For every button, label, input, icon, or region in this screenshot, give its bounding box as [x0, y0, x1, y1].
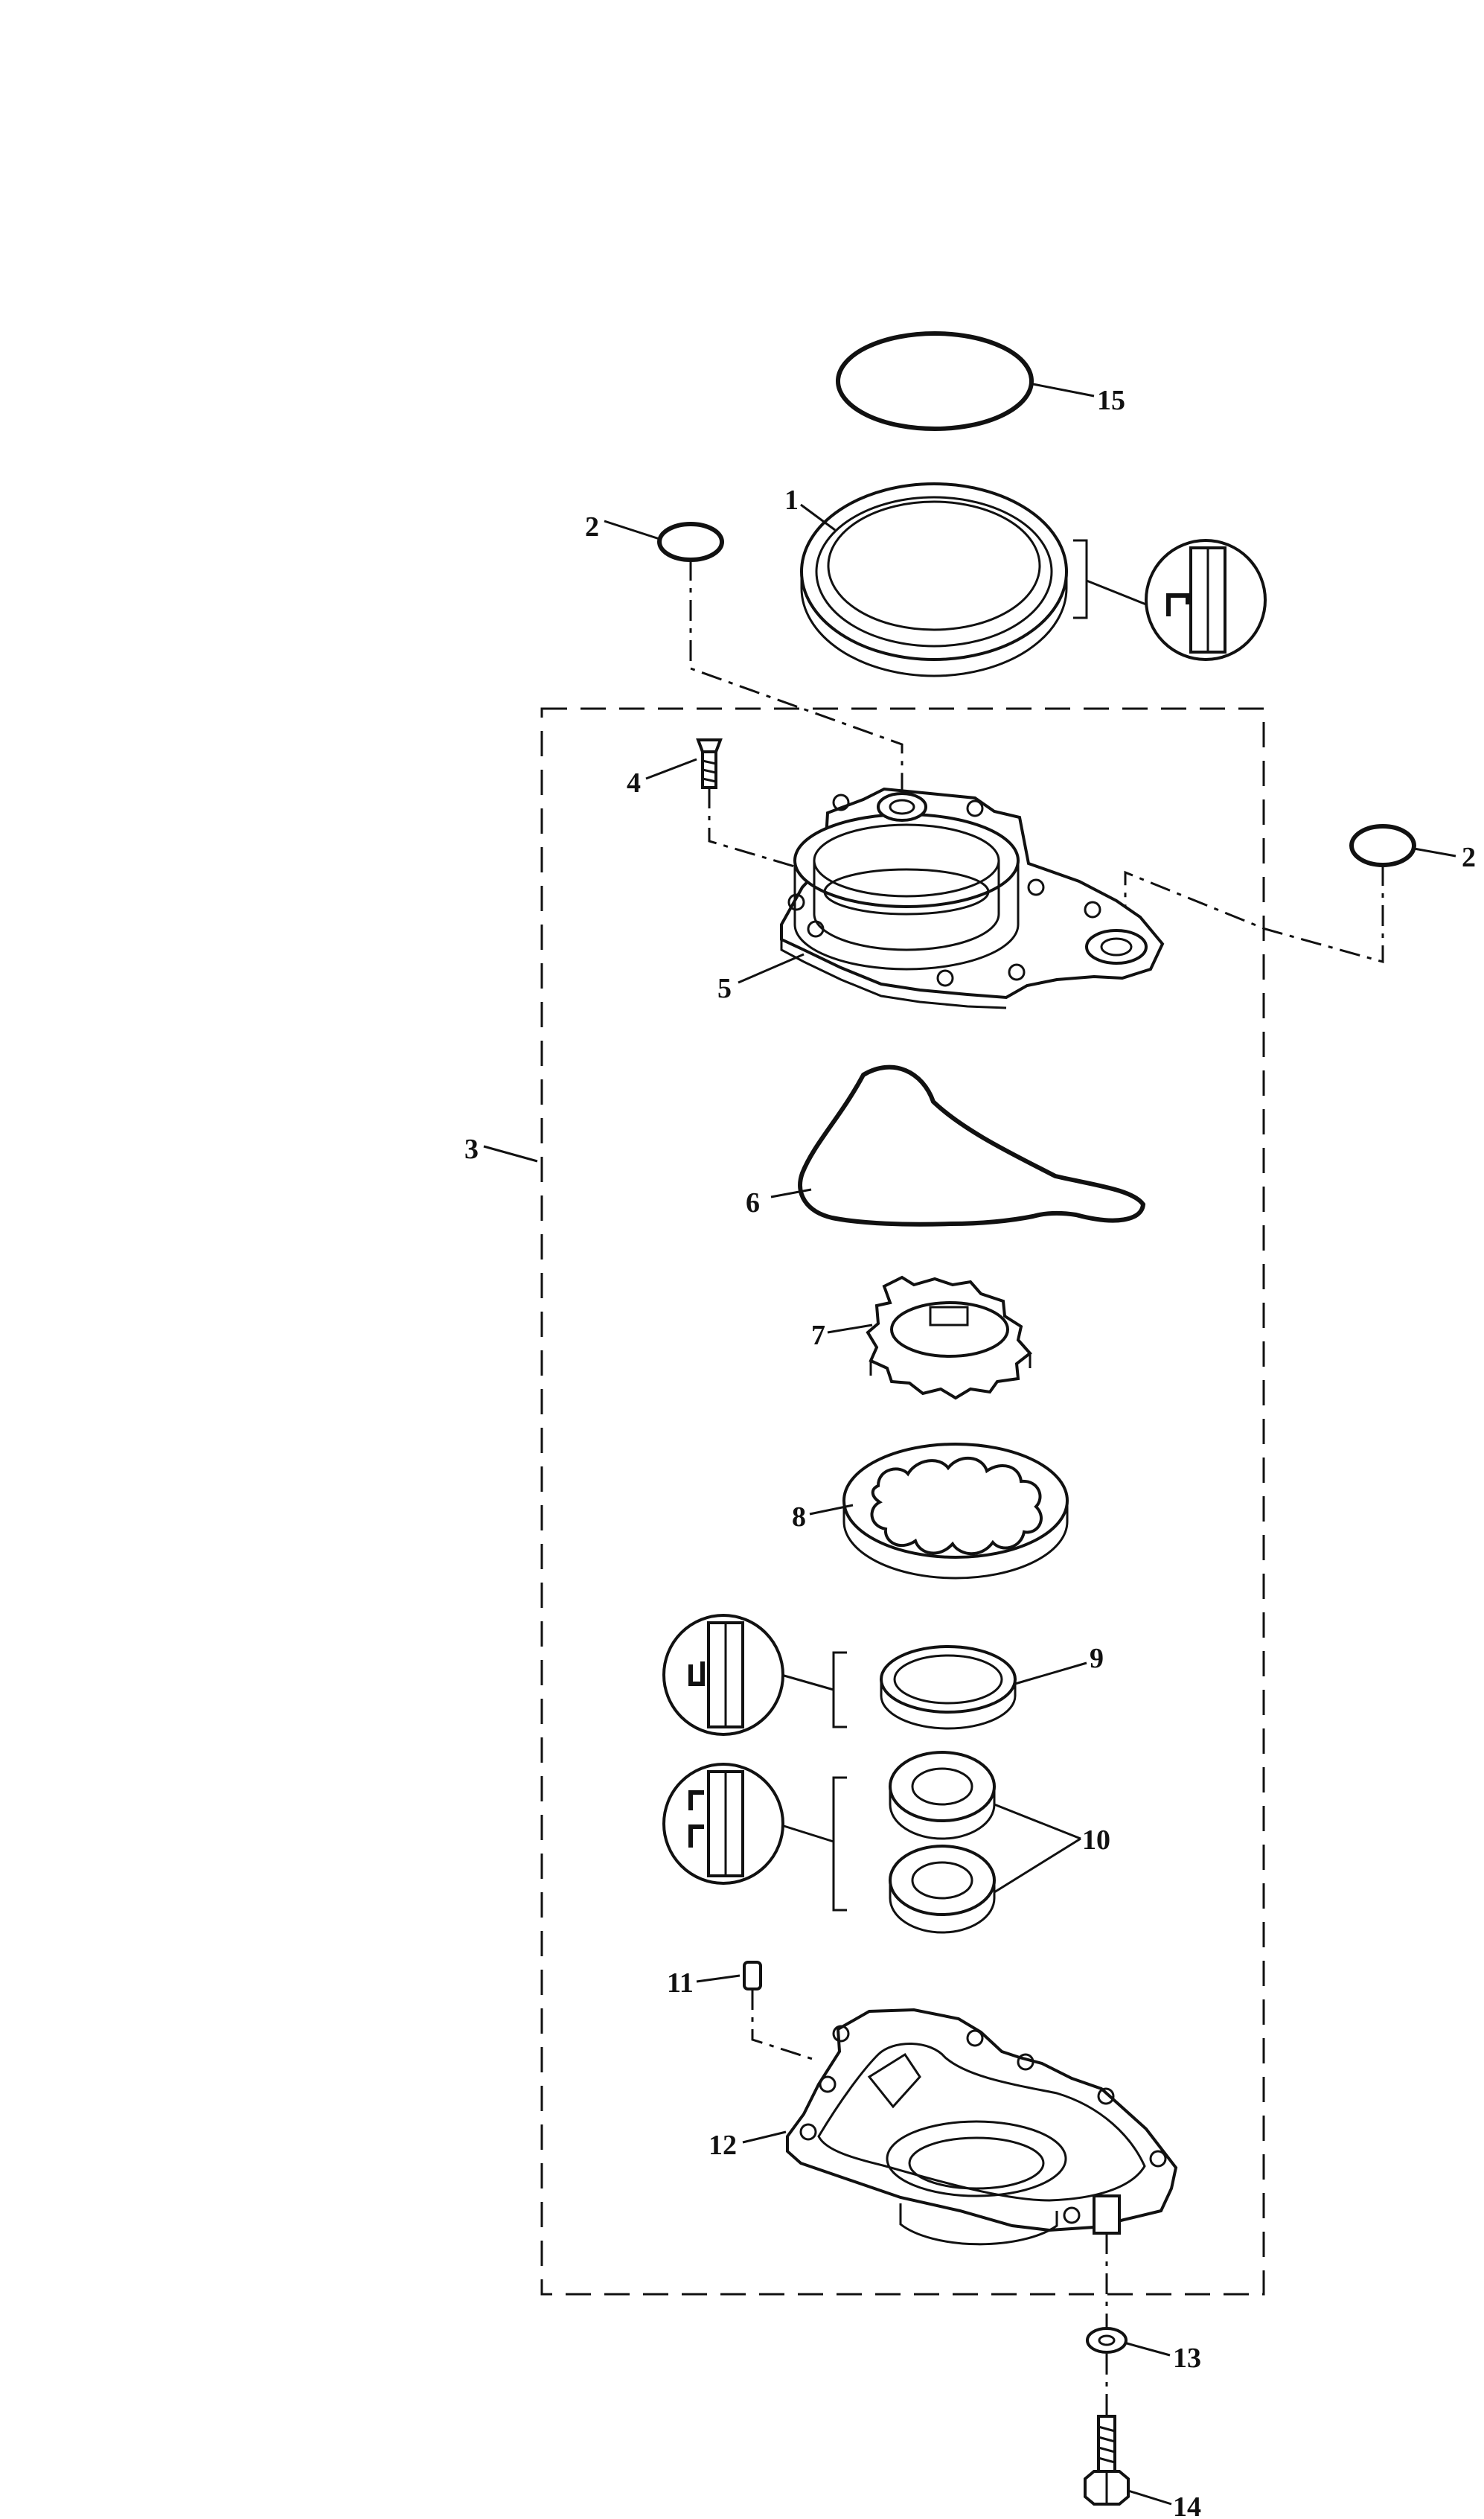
callout-1: 1 [784, 485, 799, 516]
callout-5: 5 [717, 973, 732, 1004]
o-ring-large [836, 331, 1034, 431]
seal-orientation-icon [662, 1614, 784, 1736]
pump-cover [780, 787, 1165, 1009]
oil-seal-lower [889, 1845, 996, 1934]
bolt [1084, 2415, 1130, 2506]
callout-15: 15 [1097, 385, 1125, 416]
seal-orientation-icon [662, 1763, 784, 1885]
callout-7: 7 [811, 1320, 825, 1351]
o-ring-small-right [1349, 824, 1416, 867]
oil-seal [880, 1645, 1017, 1730]
callout-9: 9 [1090, 1643, 1104, 1674]
outer-rotor [842, 1443, 1069, 1580]
callout-2-right: 2 [1462, 842, 1476, 873]
callout-8: 8 [792, 1501, 806, 1533]
screw [696, 738, 723, 789]
callout-11: 11 [667, 1967, 694, 1999]
seal-ring [800, 482, 1068, 677]
seal-orientation-icon [1145, 539, 1267, 661]
oil-seal-upper [889, 1751, 996, 1840]
gasket [798, 1064, 1146, 1227]
callout-13: 13 [1173, 2343, 1201, 2374]
washer [1086, 2327, 1128, 2354]
inner-rotor [866, 1275, 1032, 1400]
o-ring-small-top [657, 522, 724, 562]
assembly-boundary [540, 707, 1265, 2296]
callout-14: 14 [1173, 2491, 1201, 2519]
callout-10: 10 [1082, 1824, 1110, 1856]
callout-2-top: 2 [585, 511, 599, 543]
callout-3: 3 [464, 1134, 479, 1165]
dowel-pin [743, 1961, 762, 1990]
pump-housing [786, 2008, 1178, 2246]
callout-12: 12 [709, 2130, 737, 2161]
callout-4: 4 [627, 767, 641, 799]
callout-6: 6 [746, 1187, 760, 1219]
